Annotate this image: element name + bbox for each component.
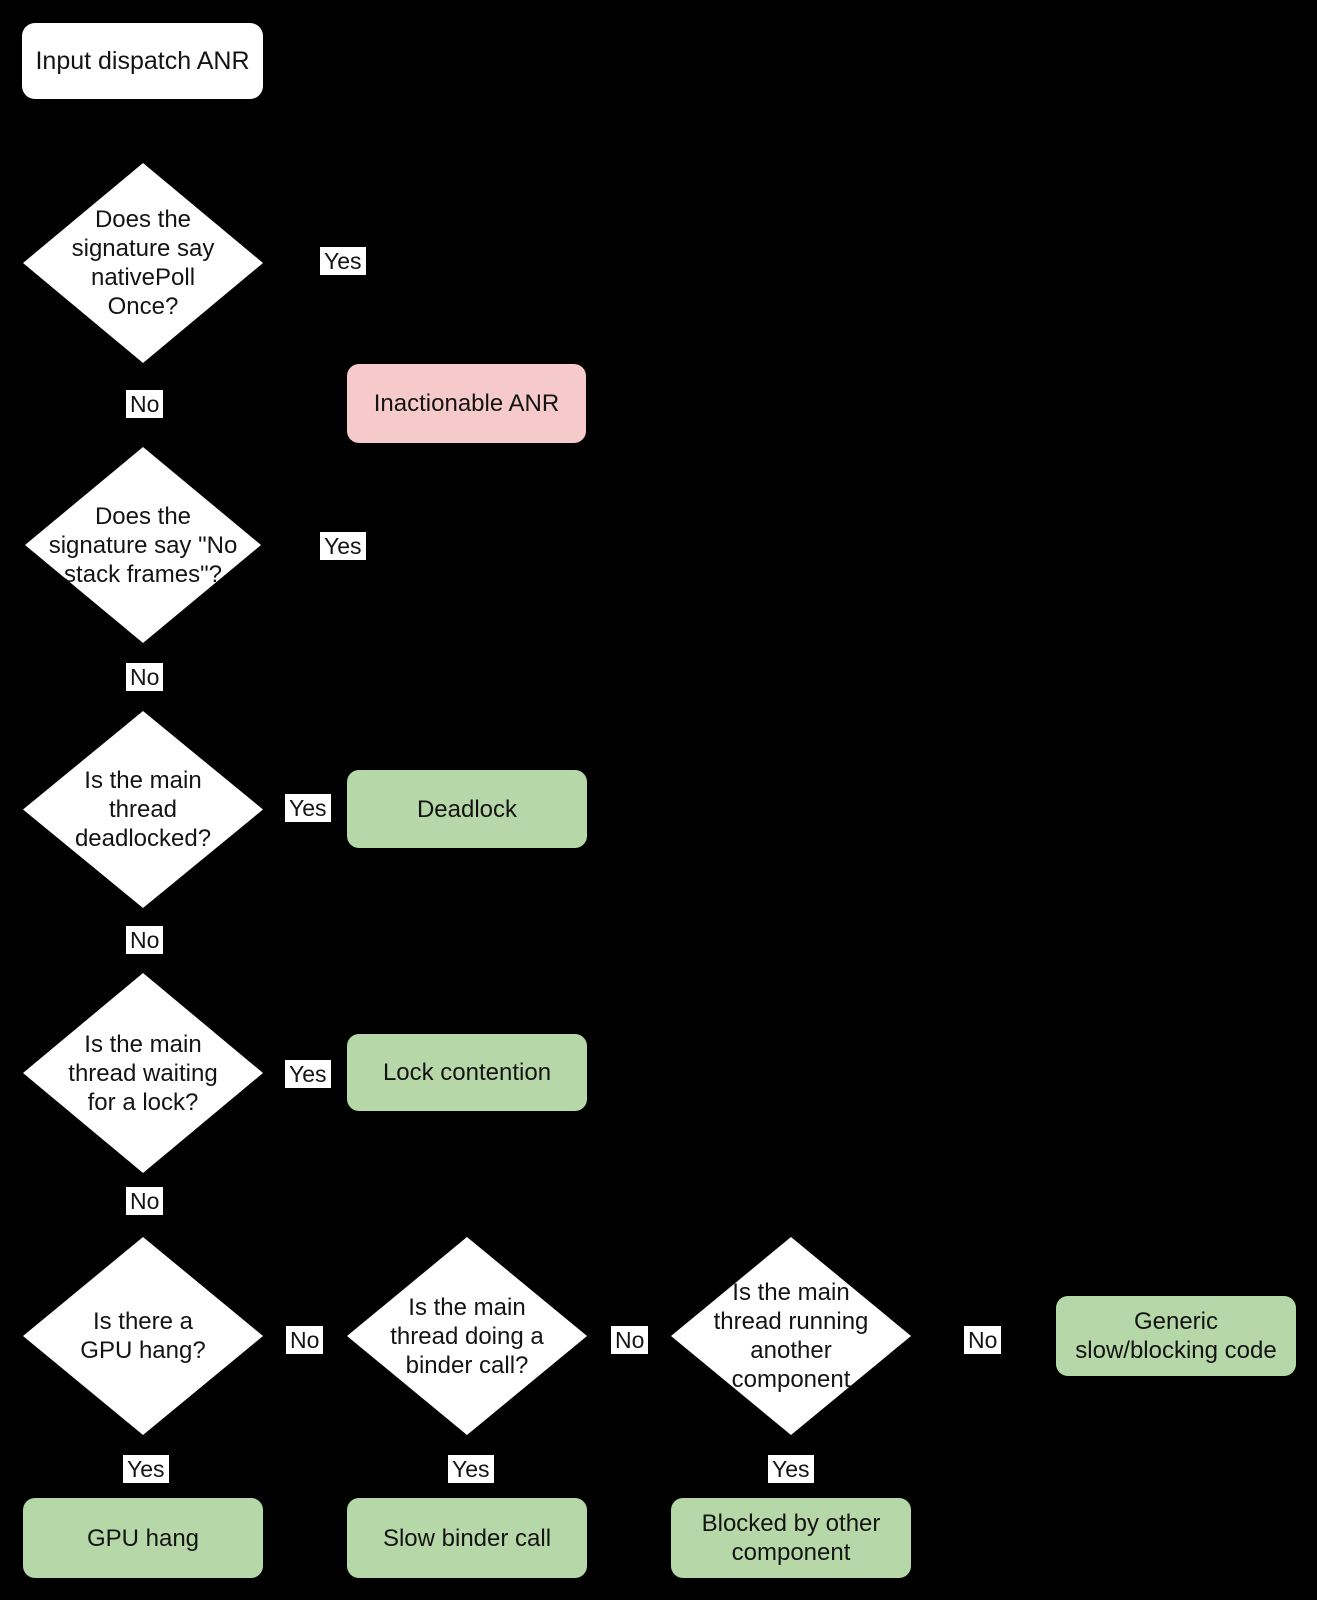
outcome-label: Blocked by other component bbox=[701, 1510, 881, 1566]
outcome-label: Inactionable ANR bbox=[373, 390, 560, 417]
decision-waiting-for-lock: Is the main thread waiting for a lock? bbox=[23, 973, 263, 1173]
edge-label-no-another-component: No bbox=[964, 1326, 1002, 1354]
edge-label-yes-native-poll: Yes bbox=[320, 247, 366, 275]
start-node-label: Input dispatch ANR bbox=[35, 46, 250, 75]
edge-label-no-native-poll: No bbox=[126, 390, 164, 418]
decision-label: Is there a GPU hang? bbox=[80, 1308, 206, 1364]
decision-binder-call: Is the main thread doing a binder call? bbox=[347, 1237, 587, 1435]
outcome-lock-contention: Lock contention bbox=[347, 1034, 587, 1111]
decision-label: Is the main thread running another compo… bbox=[713, 1279, 869, 1393]
decision-label: Does the signature say nativePoll Once? bbox=[71, 206, 215, 320]
outcome-label: Deadlock bbox=[416, 795, 518, 823]
outcome-label: Generic slow/blocking code bbox=[1075, 1308, 1277, 1364]
outcome-label: Slow binder call bbox=[382, 1524, 552, 1552]
outcome-generic-slow-blocking-code: Generic slow/blocking code bbox=[1056, 1296, 1296, 1376]
outcome-blocked-by-other-component: Blocked by other component bbox=[671, 1498, 911, 1578]
decision-no-stack-frames: Does the signature say "No stack frames"… bbox=[25, 447, 261, 643]
decision-gpu-hang: Is there a GPU hang? bbox=[23, 1237, 263, 1435]
edge-label-yes-no-stack-frames: Yes bbox=[320, 532, 366, 560]
edge-label-yes-deadlocked: Yes bbox=[285, 794, 331, 822]
decision-native-poll-once: Does the signature say nativePoll Once? bbox=[23, 163, 263, 363]
edge-label-no-gpu-hang: No bbox=[286, 1326, 324, 1354]
outcome-label: Lock contention bbox=[382, 1059, 552, 1086]
edge-label-yes-another-component: Yes bbox=[768, 1455, 814, 1483]
edge-label-yes-waiting-lock: Yes bbox=[285, 1060, 331, 1088]
decision-label: Is the main thread doing a binder call? bbox=[390, 1293, 544, 1379]
outcome-gpu-hang: GPU hang bbox=[23, 1498, 263, 1578]
decision-main-thread-deadlocked: Is the main thread deadlocked? bbox=[23, 711, 263, 908]
outcome-deadlock: Deadlock bbox=[347, 770, 587, 848]
edge-label-yes-gpu-hang: Yes bbox=[123, 1455, 169, 1483]
outcome-label: GPU hang bbox=[86, 1524, 200, 1552]
decision-running-another-component: Is the main thread running another compo… bbox=[671, 1237, 911, 1435]
edge-label-no-waiting-lock: No bbox=[126, 1187, 164, 1215]
decision-label: Is the main thread deadlocked? bbox=[74, 767, 212, 852]
decision-label: Does the signature say "No stack frames"… bbox=[48, 502, 238, 588]
decision-label: Is the main thread waiting for a lock? bbox=[68, 1030, 218, 1116]
outcome-inactionable-anr: Inactionable ANR bbox=[347, 364, 586, 443]
edge-label-no-no-stack-frames: No bbox=[126, 663, 164, 691]
edge-label-no-deadlocked: No bbox=[126, 926, 164, 954]
edge-label-no-binder-call: No bbox=[611, 1326, 649, 1354]
edge-label-yes-binder-call: Yes bbox=[448, 1455, 494, 1483]
start-node-input-dispatch-anr: Input dispatch ANR bbox=[22, 23, 263, 99]
outcome-slow-binder-call: Slow binder call bbox=[347, 1498, 587, 1578]
